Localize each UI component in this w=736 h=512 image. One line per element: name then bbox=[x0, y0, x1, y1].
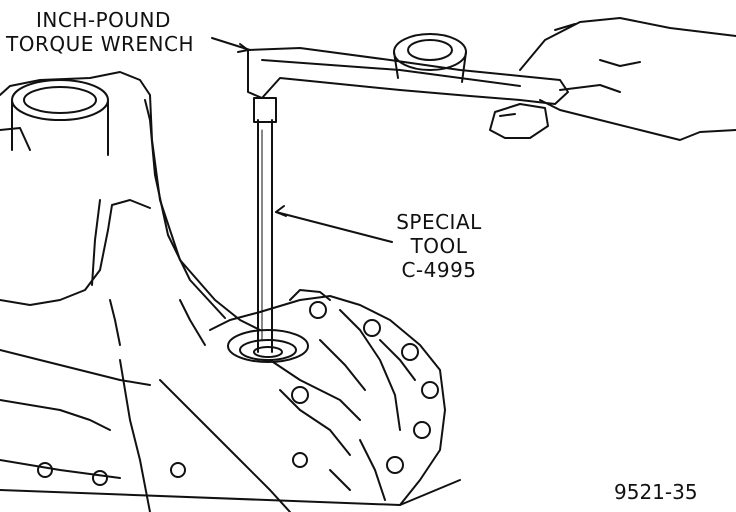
special-tool-shaft bbox=[253, 97, 277, 353]
special-tool-label-line2: TOOL bbox=[410, 234, 468, 258]
bearing-bore bbox=[227, 329, 309, 363]
transaxle-housing bbox=[0, 71, 461, 512]
figure-number: 9521-35 bbox=[614, 480, 698, 504]
torque-wrench-label-line1: INCH-POUND bbox=[36, 8, 171, 32]
hand bbox=[489, 17, 736, 141]
special-tool-label: SPECIAL TOOL C-4995 bbox=[384, 210, 494, 282]
special-tool-label-line1: SPECIAL bbox=[396, 210, 482, 234]
tool-leader-line bbox=[275, 211, 393, 243]
torque-wrench-label: INCH-POUND TORQUE WRENCH bbox=[6, 8, 194, 56]
leader-lines bbox=[211, 37, 393, 243]
gear-case bbox=[209, 289, 446, 506]
torque-wrench bbox=[247, 33, 569, 105]
special-tool-label-line3: C-4995 bbox=[401, 258, 477, 282]
torque-wrench-label-line2: TORQUE WRENCH bbox=[6, 32, 195, 56]
